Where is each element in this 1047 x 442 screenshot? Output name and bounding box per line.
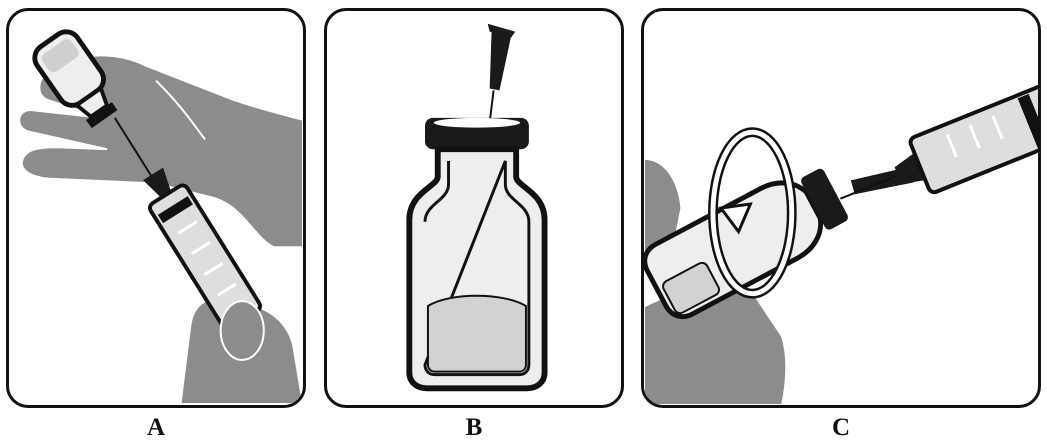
- panel-c: [641, 8, 1041, 408]
- panel-label-a: A: [136, 415, 176, 440]
- thumb-shape: [221, 301, 264, 360]
- panel-label-c: C: [821, 415, 861, 440]
- powder: [428, 296, 526, 372]
- panel-a: [6, 8, 306, 408]
- panel-c-illustration: [644, 11, 1038, 405]
- panel-a-illustration: [9, 11, 303, 405]
- panel-b-illustration: [327, 11, 621, 405]
- panel-b: [324, 8, 624, 408]
- panel-label-b: B: [454, 415, 494, 440]
- syringe: [829, 76, 1038, 226]
- needle-hub: [490, 30, 512, 91]
